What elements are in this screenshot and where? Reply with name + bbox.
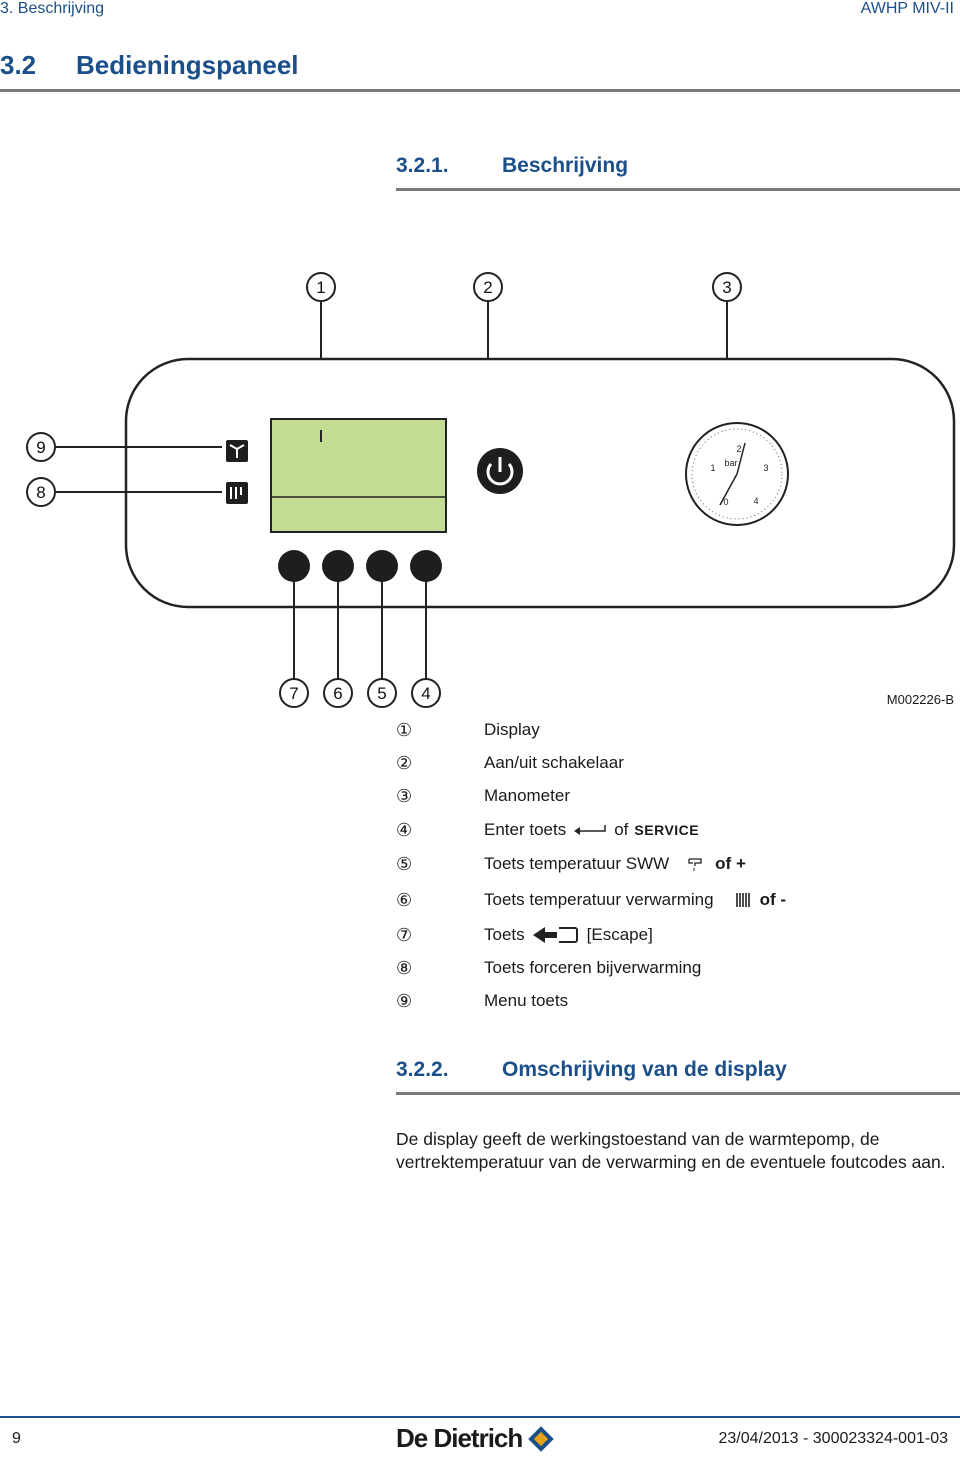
menu-icon [226,440,248,462]
service-label: SERVICE [634,822,700,838]
display-screen [270,418,447,533]
legend-number: ④ [396,819,413,840]
section-title-text: Bedieningspaneel [76,50,299,80]
legend-item-5: ⑤ Toets temperatuur SWW of + [396,852,746,876]
legend-item-8: ⑧ Toets forceren bijverwarming [396,956,701,980]
radiator-icon [735,893,750,907]
escape-button-shape [278,550,310,582]
section-title: 3.2 Bedieningspaneel [0,50,299,81]
legend-text: Aan/uit schakelaar [484,753,624,772]
brand-diamond-icon [528,1425,554,1452]
legend-number: ① [396,719,413,740]
callout-1: 1 [316,278,325,297]
legend-item-4: ④ Enter toets of SERVICE [396,818,699,842]
document-reference: 23/04/2013 - 300023324-001-03 [718,1430,948,1447]
legend-text: Toets temperatuur SWW [484,854,670,873]
enter-arrow-icon [574,825,606,835]
legend-item-9: ⑨ Menu toets [396,989,568,1013]
subsection-title-text: Beschrijving [502,154,629,177]
legend-number: ⑤ [396,853,413,874]
svg-text:2: 2 [736,444,741,454]
header-section: 3. Beschrijving [0,0,105,17]
svg-text:3: 3 [763,463,768,473]
body-paragraph: De display geeft de werkingstoestand van… [396,1129,946,1172]
legend-suffix: of [614,820,629,839]
legend-text: Manometer [484,786,570,805]
escape-icon [532,927,578,943]
legend-text: Toets temperatuur verwarming [484,890,714,909]
legend-number: ⑥ [396,889,413,910]
heating-temp-button-shape [322,550,354,582]
subsection-title: 3.2.1. Beschrijving [396,154,628,178]
svg-text:4: 4 [753,496,758,506]
callout-2: 2 [483,278,492,297]
legend-item-3: ③ Manometer [396,784,570,808]
brand-name: De Dietrich [396,1423,523,1453]
section-rule [0,89,960,92]
callout-4: 4 [421,684,430,703]
subsection-2-title: 3.2.2. Omschrijving van de display [396,1058,787,1082]
subsection-2-number: 3.2.2. [396,1058,449,1081]
subsection-2-rule [396,1092,960,1095]
section-number: 3.2 [0,50,37,80]
legend-text: Toets forceren bijverwarming [484,958,702,977]
legend-item-6: ⑥ Toets temperatuur verwarming of - [396,888,786,912]
legend-text: Enter toets [484,820,567,839]
dhw-temp-button-shape [366,550,398,582]
svg-text:1: 1 [710,463,715,473]
enter-button-shape [410,550,442,582]
callout-3: 3 [722,278,731,297]
figure-code: M002226-B [886,692,954,707]
legend-item-2: ② Aan/uit schakelaar [396,751,624,775]
subsection-2-title-text: Omschrijving van de display [502,1058,787,1081]
callout-9: 9 [36,438,45,457]
legend-text: Toets [484,925,525,944]
subsection-rule [396,188,960,191]
callout-6: 6 [333,684,342,703]
callout-7: 7 [289,684,298,703]
callout-5: 5 [377,684,386,703]
legend-item-1: ① Display [396,718,540,742]
legend-suffix: of - [759,890,787,909]
control-panel-figure: 1 2 3 9 8 7 6 5 4 bar 2 1 3 0 4 [26,272,956,708]
callout-8: 8 [36,483,45,502]
svg-text:0: 0 [723,497,728,507]
legend-number: ⑦ [396,924,413,945]
legend-number: ⑨ [396,990,413,1011]
legend-number: ⑧ [396,957,413,978]
legend-text: Display [484,720,540,739]
gauge-unit: bar [724,458,737,468]
tap-icon [688,858,702,871]
legend-item-7: ⑦ Toets [Escape] [396,923,653,947]
brand-logo: De Dietrich [396,1423,556,1454]
footer-rule [0,1416,960,1418]
subsection-number: 3.2.1. [396,154,449,177]
page-number: 9 [12,1430,21,1447]
header-product: AWHP MIV-II [860,0,954,17]
legend-suffix: [Escape] [586,925,653,944]
legend-number: ③ [396,785,413,806]
legend-suffix: of + [715,854,746,873]
legend-number: ② [396,752,413,773]
legend-text: Menu toets [484,991,569,1010]
backup-heating-icon [226,482,248,504]
